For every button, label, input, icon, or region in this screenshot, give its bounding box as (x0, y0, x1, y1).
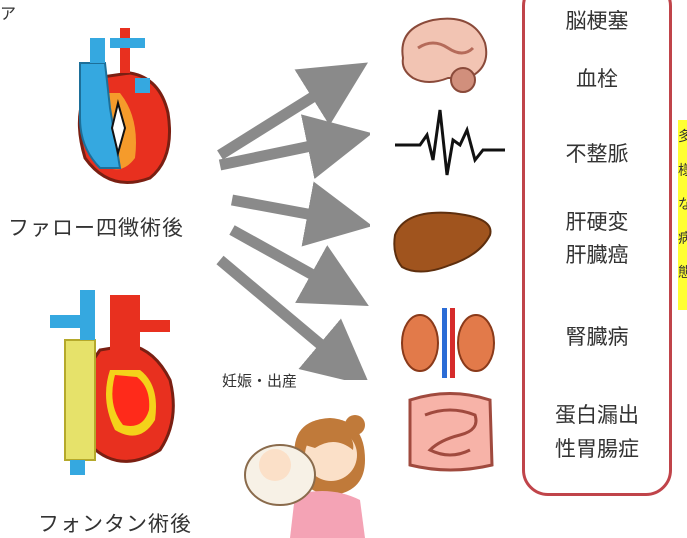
arrow-to-intestine (220, 260, 345, 365)
intestine-icon (400, 385, 500, 475)
outcome-kidney-disease: 腎臓病 (522, 320, 672, 354)
liver-icon (390, 205, 500, 285)
outcome-stroke: 脳梗塞 (522, 4, 672, 38)
outcome-arrhythmia: 不整脈 (522, 137, 672, 171)
outcome-thrombus: 血栓 (522, 62, 672, 96)
side-note: 多 様 な 病 態 (678, 120, 687, 310)
ecg-wave-icon (395, 105, 505, 185)
arrows (200, 60, 370, 380)
side-note-char: 様 (678, 154, 687, 188)
kidney-icon (398, 308, 498, 378)
side-note-char: 病 (678, 222, 687, 256)
side-note-char: 態 (678, 256, 687, 290)
outcome-ple-2: 性胃腸症 (522, 432, 672, 466)
side-note-char: 多 (678, 120, 687, 154)
heart-fontan-icon (45, 280, 185, 480)
outcome-ple-1: 蛋白漏出 (522, 398, 672, 432)
side-note-char: な (678, 188, 687, 222)
outcome-cirrhosis: 肝硬変 (522, 205, 672, 239)
heart-fallot-icon (50, 18, 180, 198)
arrow-to-liver (232, 200, 340, 220)
fallot-label: ファロー四徴術後 (8, 212, 184, 242)
fontan-label: フォンタン術後 (38, 508, 192, 538)
outcome-liver-cancer: 肝臓癌 (522, 238, 672, 272)
corner-mark: ア (0, 0, 16, 24)
brain-icon (393, 8, 493, 98)
mother-baby-icon (235, 400, 375, 538)
